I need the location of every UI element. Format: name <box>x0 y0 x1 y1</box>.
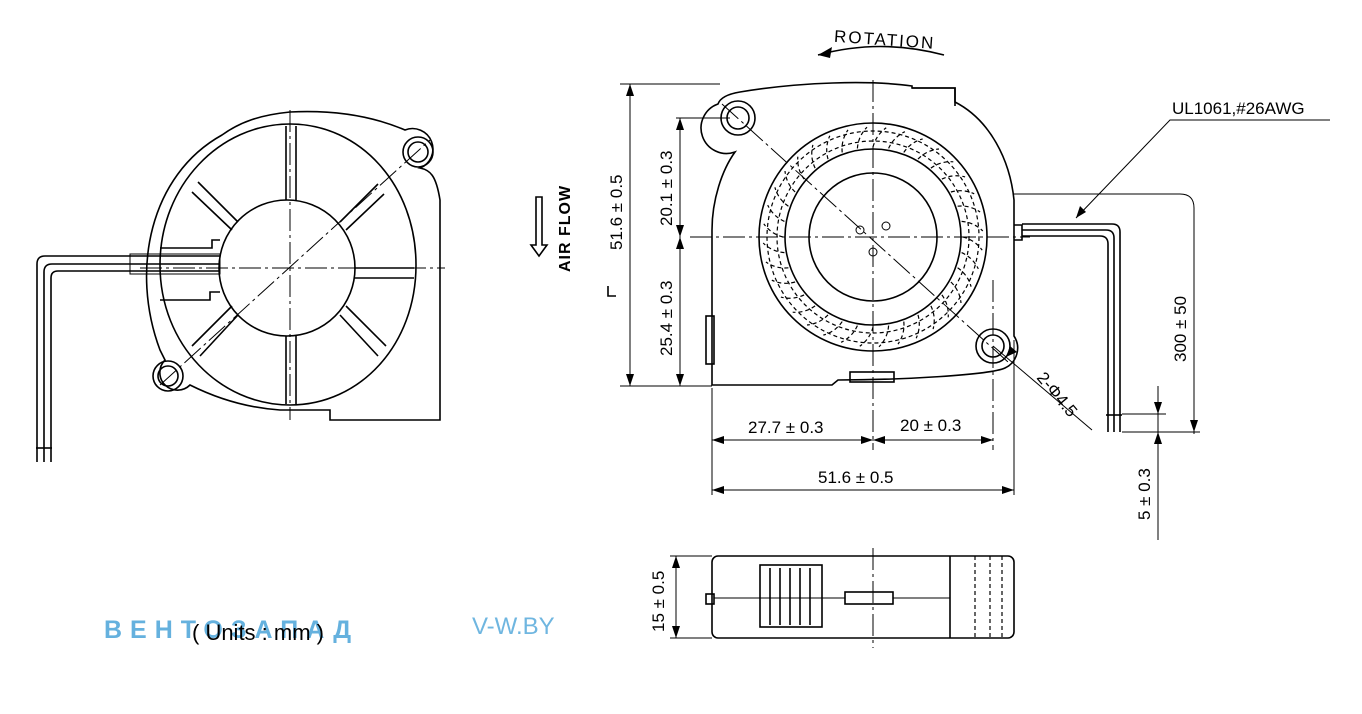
dim-thickness: 15 ± 0.5 <box>649 571 668 632</box>
dim-lead-length: 300 ± 50 <box>1171 296 1190 362</box>
impeller-blade <box>811 144 816 169</box>
impeller-blade <box>903 138 923 153</box>
units-label: ( Units : mm ) <box>192 620 324 645</box>
impeller-blade <box>762 242 785 254</box>
impeller-blade <box>961 252 979 270</box>
impeller-blade <box>941 175 966 180</box>
impeller-blade <box>957 205 981 213</box>
impeller-blade <box>767 204 785 222</box>
impeller-blade <box>897 321 905 345</box>
impeller-blade <box>771 279 796 284</box>
impeller-blade <box>872 127 887 148</box>
dim-center-to-bottom: 25.4 ± 0.3 <box>657 281 676 357</box>
impeller-blade <box>941 294 949 318</box>
watermark-site: V-W.BY <box>472 613 555 640</box>
impeller-blade <box>950 190 975 195</box>
dim-strip-length: 5 ± 0.3 <box>1135 468 1154 520</box>
front-view <box>690 80 1122 450</box>
impeller-blade <box>930 161 954 169</box>
side-view <box>670 548 1015 648</box>
impeller-blade <box>859 326 874 347</box>
impeller-blade <box>962 236 983 251</box>
back-view <box>36 110 445 462</box>
impeller-blade <box>915 314 920 339</box>
air-flow-indicator: AIR FLOW <box>529 185 616 297</box>
rotation-indicator: ROTATION <box>817 27 945 58</box>
impeller-blade <box>806 314 829 326</box>
impeller-blade <box>826 135 831 160</box>
impeller-blade <box>823 321 843 336</box>
impeller-blade <box>878 325 890 348</box>
impeller-blade <box>950 281 962 304</box>
impeller-blade <box>784 170 796 193</box>
wire-spec-label: UL1061,#26AWG <box>1172 99 1305 118</box>
dim-center-to-hole: 20 ± 0.3 <box>900 416 961 435</box>
impeller-blade <box>780 294 805 299</box>
mount-holes-label: 2-Φ4.5 <box>1033 368 1081 420</box>
impeller-blade <box>930 305 935 330</box>
impeller-blade <box>792 305 816 313</box>
impeller-blade <box>763 223 784 238</box>
impeller-blade <box>917 148 940 160</box>
impeller-blade <box>774 187 789 207</box>
impeller-blade <box>957 267 972 287</box>
impeller-blade <box>840 325 858 343</box>
dimension-lines <box>620 83 1330 540</box>
air-flow-label: AIR FLOW <box>557 185 574 272</box>
dim-width-total: 51.6 ± 0.5 <box>818 468 894 487</box>
impeller-blade <box>841 129 849 153</box>
impeller-blade <box>888 131 906 149</box>
dim-height-total: 51.6 ± 0.5 <box>607 175 626 251</box>
impeller-blade <box>856 126 868 149</box>
impeller-blade <box>961 220 984 232</box>
dim-upper-to-center: 20.1 ± 0.3 <box>657 151 676 227</box>
watermark-brand: ВЕНТОЗАПАД <box>104 616 359 644</box>
dim-left-to-center: 27.7 ± 0.3 <box>748 418 824 437</box>
impeller-blade <box>765 261 789 269</box>
